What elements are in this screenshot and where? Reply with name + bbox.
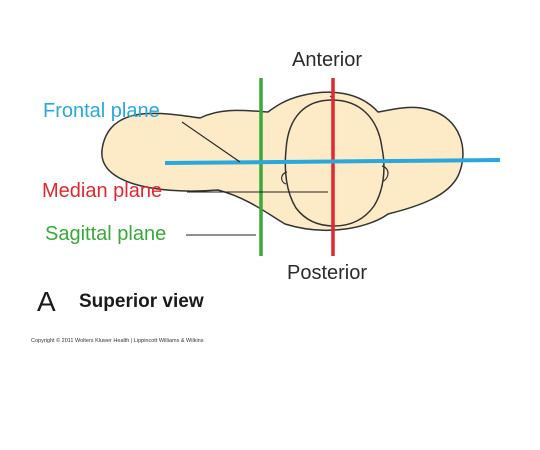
anterior-label: Anterior — [292, 49, 363, 71]
copyright-notice: Copyright © 2011 Wolters Kluwer Health |… — [31, 338, 204, 344]
sagittal-plane-label: Sagittal plane — [45, 223, 167, 245]
posterior-label: Posterior — [287, 262, 368, 284]
panel-letter: A — [37, 286, 56, 317]
frontal-plane-label: Frontal plane — [43, 100, 160, 122]
left-ear-outline — [281, 171, 288, 185]
right-ear-outline — [381, 165, 389, 183]
frontal-plane-leader — [181, 121, 241, 163]
median-plane-label: Median plane — [42, 180, 163, 202]
panel-title: Superior view — [79, 291, 204, 312]
frontal-plane-line — [164, 158, 501, 165]
